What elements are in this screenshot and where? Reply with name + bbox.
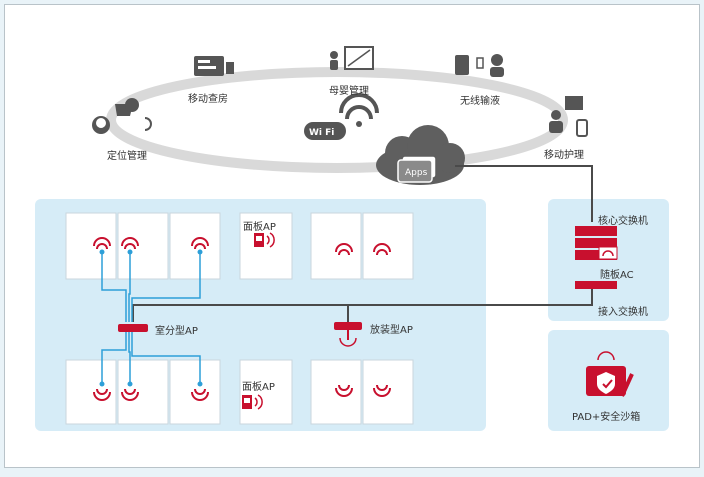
indoor-cables bbox=[101, 252, 201, 384]
wifi-label: Wi Fi bbox=[309, 128, 334, 138]
trunk-line bbox=[132, 285, 593, 322]
label-ac: 随板AC bbox=[600, 270, 634, 281]
distributed-ap-icon bbox=[334, 322, 362, 347]
mobile-nursing-icon bbox=[549, 96, 588, 137]
label-location: 定位管理 bbox=[107, 151, 147, 162]
wifi-icon bbox=[304, 93, 379, 140]
label-pad: PAD+安全沙箱 bbox=[572, 412, 641, 423]
apps-label: Apps bbox=[405, 168, 428, 178]
location-icon bbox=[92, 98, 152, 134]
label-access-switch: 接入交换机 bbox=[598, 307, 648, 318]
service-ring bbox=[106, 67, 568, 173]
rooms-bottom bbox=[65, 359, 414, 425]
label-indoor-ap: 室分型AP bbox=[155, 326, 198, 337]
room-wifi-icon bbox=[93, 237, 391, 401]
panel-ap-icon bbox=[242, 232, 275, 410]
rooms-top bbox=[65, 212, 414, 280]
core-switch-icon bbox=[575, 226, 618, 260]
uplink-line bbox=[455, 165, 593, 222]
indoor-ap-icon bbox=[118, 324, 148, 332]
label-mobile-nursing: 移动护理 bbox=[544, 150, 584, 161]
mother-baby-icon bbox=[330, 46, 374, 70]
label-core-switch: 核心交换机 bbox=[598, 216, 648, 227]
label-mobile-rounds: 移动查房 bbox=[188, 94, 228, 105]
mobile-rounds-icon bbox=[194, 56, 234, 76]
pad-sandbox-icon bbox=[586, 351, 634, 397]
cable-ends bbox=[99, 249, 203, 387]
label-panel-ap-bottom: 面板AP bbox=[242, 382, 275, 393]
label-panel-ap-top: 面板AP bbox=[243, 222, 276, 233]
label-distributed-ap: 放装型AP bbox=[370, 325, 413, 336]
label-wireless-infusion: 无线输液 bbox=[460, 96, 500, 107]
access-switch-icon bbox=[575, 281, 617, 289]
wireless-infusion-icon bbox=[455, 54, 504, 77]
apps-cloud-icon bbox=[376, 125, 465, 185]
label-mother-baby: 母婴管理 bbox=[329, 86, 369, 97]
